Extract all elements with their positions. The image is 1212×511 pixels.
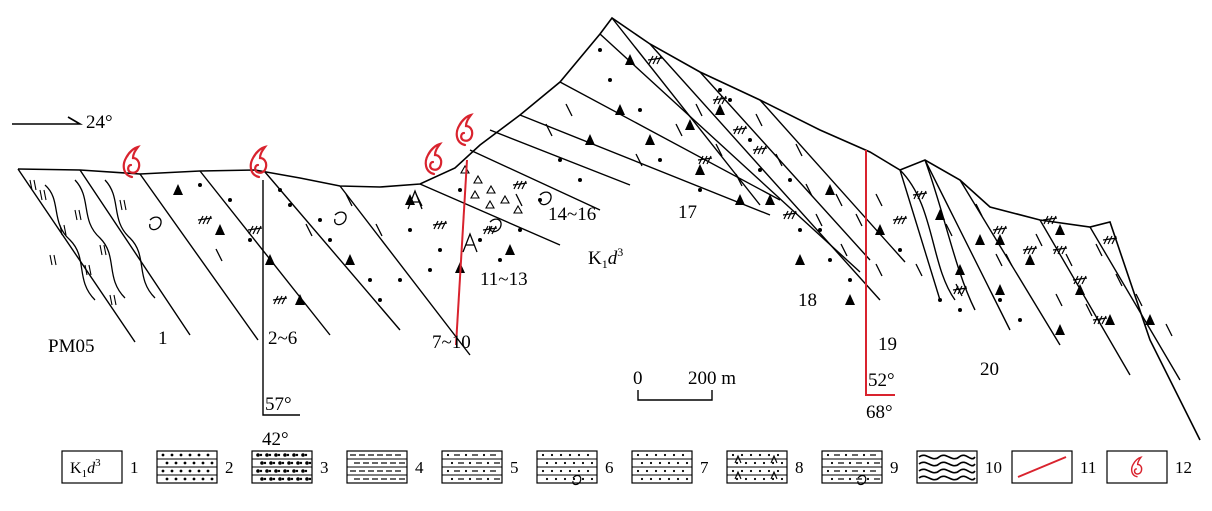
legend-item-1: K1d3 1 (61, 450, 139, 484)
bed-labels: PM05 1 2~6 7~10 11~13 14~16 17 18 19 20 (48, 202, 999, 380)
legend-formation-label: K1d3 (70, 457, 101, 480)
legend-number: 8 (795, 458, 804, 477)
formation-label: K1d3 (588, 245, 623, 271)
dip-angle: 42° (262, 429, 289, 450)
wavy-bedding (44, 179, 156, 301)
legend-swatch-fossil (1106, 450, 1168, 484)
bed-label: 2~6 (268, 328, 297, 349)
fossil-icon (122, 145, 141, 179)
legend-item-4: 4 (346, 450, 424, 484)
fossil-icon (455, 113, 474, 147)
legend-item-11: 11 (1011, 450, 1096, 484)
legend-number: 6 (605, 458, 614, 477)
fossil-icon (424, 142, 443, 176)
legend-number: 4 (415, 458, 424, 477)
bed-label: 14~16 (548, 204, 596, 225)
fossil-markers (122, 113, 474, 179)
legend-number: 10 (985, 458, 1002, 477)
fossil-icon (249, 145, 268, 179)
dip-angles: 57° 42° 52° 68° (262, 370, 895, 450)
bed-label: 17 (678, 202, 697, 223)
legend-item-3: 3 (251, 450, 329, 484)
orientation-arrow: 24° (12, 112, 113, 133)
legend-number: 9 (890, 458, 899, 477)
legend-number: 7 (700, 458, 709, 477)
legend-item-5: 5 (441, 450, 519, 484)
legend-item-7: 7 (631, 450, 709, 484)
bed-boundaries (17, 17, 1181, 381)
dip-angle: 52° (868, 370, 895, 391)
orientation-label: 24° (86, 112, 113, 133)
legend-item-2: 2 (156, 450, 234, 484)
bed-label: 19 (878, 334, 897, 355)
bed-label: 7~10 (432, 332, 471, 353)
legend-item-12: 12 (1106, 450, 1192, 484)
legend-swatch-formation (61, 450, 123, 484)
fault-lines (455, 150, 895, 396)
scale-end: 200 m (688, 368, 736, 389)
legend-number: 1 (130, 458, 139, 477)
bed-label: 20 (980, 359, 999, 380)
bed-label: 18 (798, 290, 817, 311)
section-line (262, 180, 300, 416)
bed-label: 11~13 (480, 269, 528, 290)
dip-angle: 68° (866, 402, 893, 423)
scale-bar: 0 200 m (633, 368, 736, 401)
legend-number: 3 (320, 458, 329, 477)
legend-number: 2 (225, 458, 234, 477)
legend-item-9: 9 (821, 450, 899, 486)
legend-number: 11 (1080, 458, 1096, 477)
legend-number: 5 (510, 458, 519, 477)
legend-number: 12 (1175, 458, 1192, 477)
lithology-texture (29, 48, 1173, 337)
section-id: PM05 (48, 336, 94, 357)
legend-item-8: 8 (726, 450, 804, 484)
scale-start: 0 (633, 368, 643, 389)
legend-item-6: 6 (536, 450, 614, 486)
legend-item-10: 10 (916, 450, 1002, 484)
dip-angle: 57° (265, 394, 292, 415)
bed-label: 1 (158, 328, 168, 349)
